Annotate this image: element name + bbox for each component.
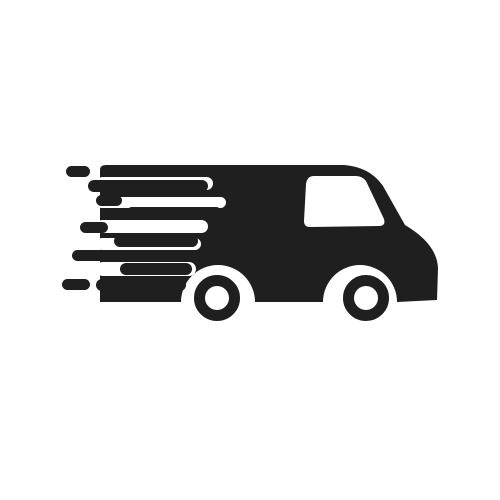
speed-line [126,207,222,219]
speed-line [88,180,208,192]
speed-line [114,235,198,247]
speed-lines [62,166,222,291]
speed-line [120,263,192,275]
speed-line [66,166,90,177]
speed-line [80,222,108,233]
speed-line [72,250,116,261]
van-window [304,176,385,227]
speed-line [62,279,90,290]
rear-wheel [188,269,246,327]
speed-line [96,279,186,291]
speed-line [96,195,122,206]
front-wheel [337,269,395,327]
